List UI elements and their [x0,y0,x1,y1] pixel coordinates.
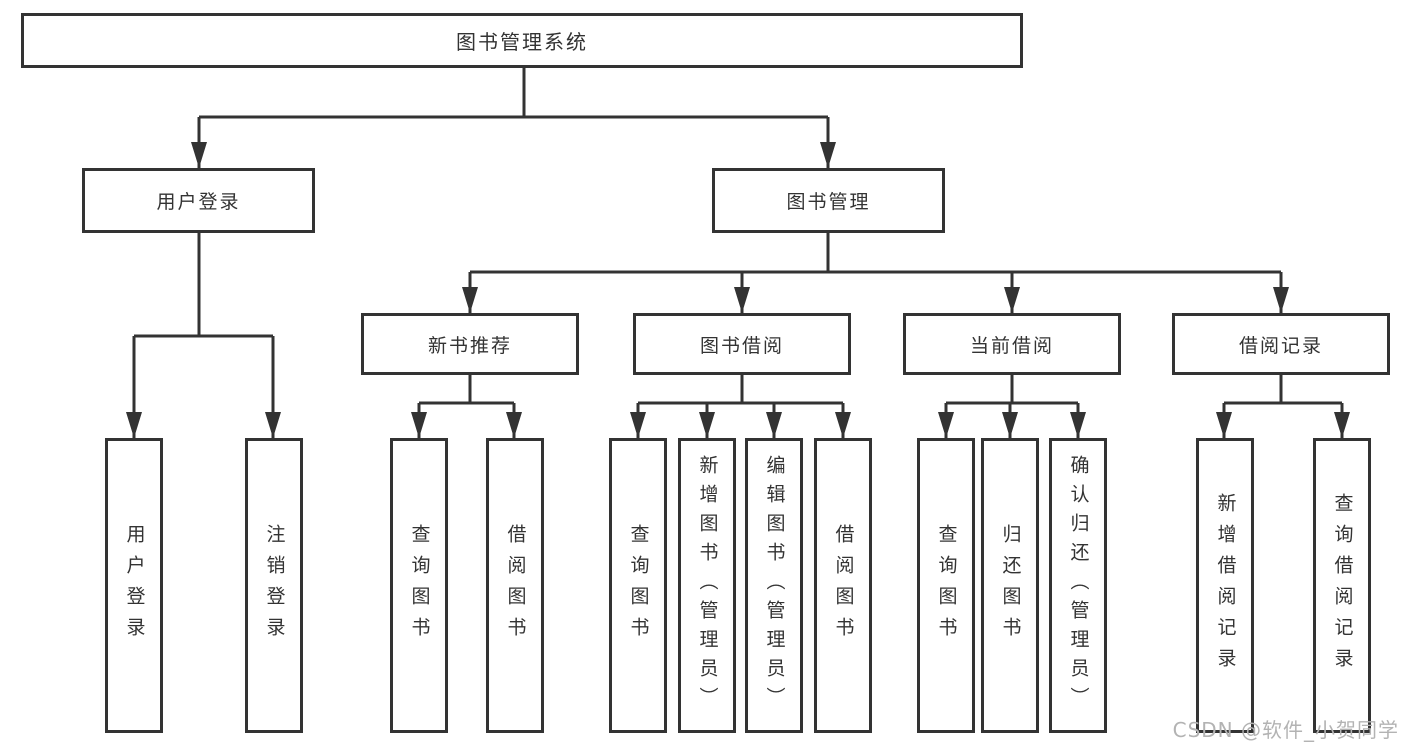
leaf-user-login: 用户登录 [105,438,163,733]
leaf-logout: 注销登录 [245,438,303,733]
leaf-query-books-borrow-label: 查询图书 [627,523,650,648]
leaf-query-books-current-label: 查询图书 [935,523,958,648]
node-borrow-records: 借阅记录 [1172,313,1390,375]
node-new-book-recommend: 新书推荐 [361,313,579,375]
leaf-query-books-current: 查询图书 [917,438,975,733]
node-book-borrow-label: 图书借阅 [699,334,784,357]
node-user-login: 用户登录 [82,168,315,233]
node-book-management-label: 图书管理 [786,191,871,213]
node-book-management: 图书管理 [712,168,945,233]
leaf-add-books-admin: 新增图书（管理员） [678,438,736,733]
leaf-query-books-recommend: 查询图书 [390,438,448,733]
leaf-user-login-label: 用户登录 [123,523,146,648]
leaf-return-books-label: 归还图书 [999,523,1022,648]
node-current-borrow-label: 当前借阅 [969,334,1054,357]
node-current-borrow: 当前借阅 [903,313,1121,375]
leaf-query-borrow-record-label: 查询借阅记录 [1331,492,1354,679]
leaf-logout-label: 注销登录 [263,523,286,648]
watermark-text: CSDN @软件_小贺同学 [1172,718,1399,742]
leaf-add-borrow-record-label: 新增借阅记录 [1214,492,1237,679]
leaf-borrow-books-recommend: 借阅图书 [486,438,544,733]
leaf-borrow-books-recommend-label: 借阅图书 [504,523,527,648]
leaf-add-books-admin-label: 新增图书（管理员） [696,455,719,716]
node-user-login-label: 用户登录 [156,191,241,213]
leaf-return-books: 归还图书 [981,438,1039,733]
leaf-confirm-return-admin-label: 确认归还（管理员） [1067,455,1090,716]
leaf-edit-books-admin-label: 编辑图书（管理员） [763,455,786,716]
leaf-edit-books-admin: 编辑图书（管理员） [745,438,803,733]
leaf-borrow-books: 借阅图书 [814,438,872,733]
tree-edges [132,68,1344,438]
leaf-query-books-recommend-label: 查询图书 [408,523,431,648]
leaf-borrow-books-label: 借阅图书 [832,523,855,648]
leaf-add-borrow-record: 新增借阅记录 [1196,438,1254,733]
node-root: 图书管理系统 [21,13,1023,68]
leaf-query-borrow-record: 查询借阅记录 [1313,438,1371,733]
leaf-confirm-return-admin: 确认归还（管理员） [1049,438,1107,733]
node-root-label: 图书管理系统 [456,30,588,54]
leaf-query-books-borrow: 查询图书 [609,438,667,733]
node-book-borrow: 图书借阅 [633,313,851,375]
node-new-book-recommend-label: 新书推荐 [427,334,512,357]
node-borrow-records-label: 借阅记录 [1238,334,1323,357]
